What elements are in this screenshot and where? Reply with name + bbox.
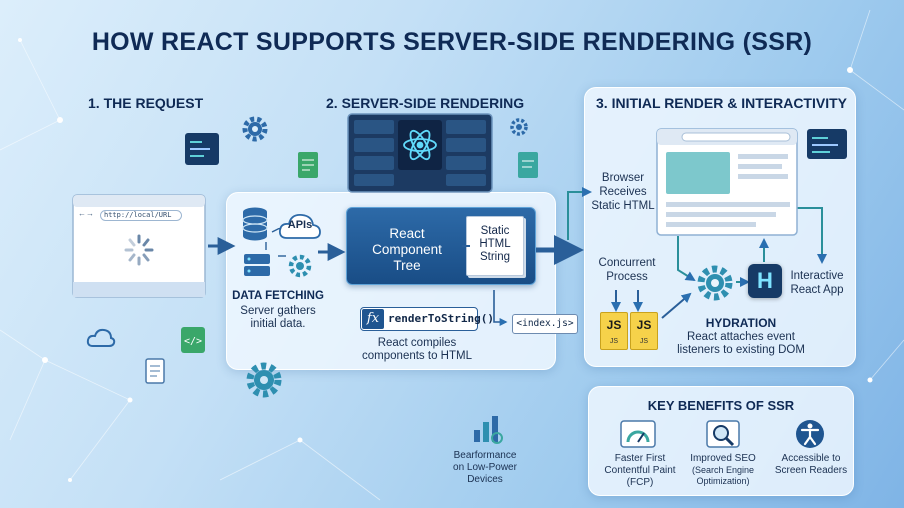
file-icon-teal [518, 152, 538, 178]
arrow-browser-to-interactive [796, 207, 827, 264]
gear-icon-small [510, 118, 528, 136]
benefit-a11y-line-1: Accessible to [781, 453, 841, 464]
arrow-static-to-index [493, 290, 508, 326]
js-file-1 [600, 312, 628, 350]
concurrent-line-2: Process [606, 270, 648, 283]
index-js-label: <index.js> [516, 318, 574, 329]
static-html-label: Static HTML String [466, 225, 524, 265]
interactive-app-label: Interactive React App [782, 270, 852, 298]
benefit-seo-line-2: (Search Engine [691, 465, 755, 475]
code-window-icon [185, 133, 219, 165]
benefits-title: KEY BENEFITS OF SSR [647, 398, 795, 413]
browser-receives-line-2: Receives [599, 185, 647, 198]
index-js-box [512, 314, 578, 334]
performance-label: Bearformance on Low-Power Devices [440, 450, 530, 486]
compile-desc-1: React compiles [377, 337, 457, 349]
url-bar [100, 210, 182, 221]
benefit-seo-line-3: Optimization) [696, 475, 750, 486]
benefit-fcp-line-3: (FCP) [626, 477, 654, 488]
js-file-2-sub: JS [639, 338, 649, 345]
hydration-title: HYDRATION [705, 316, 777, 330]
data-fetching-desc-2: initial data. [250, 318, 306, 330]
step-server-heading: 2. SERVER-SIDE RENDERING [326, 95, 525, 111]
concurrent-line-1: Concurrent [598, 257, 656, 269]
arrow-js-to-hydration [661, 292, 692, 319]
benefit-seo-line-1: Improved SEO [690, 453, 756, 464]
apis-cloud [278, 214, 321, 239]
static-line-1: Static [480, 225, 510, 237]
hydration-desc-1: React attaches event [686, 331, 796, 343]
gear-icon-fetch [288, 254, 312, 278]
react-tree-line-2: Component [372, 242, 442, 258]
gear-icon-large [246, 362, 282, 398]
browser-window-render [656, 128, 798, 236]
step-interactivity-heading: 3. INITIAL RENDER & INTERACTIVITY [596, 95, 847, 111]
react-tree-line-3: Tree [393, 258, 421, 274]
apis-label: APIs [287, 219, 313, 231]
render-to-string-label: renderToString() [388, 312, 494, 325]
static-html-card [466, 216, 524, 276]
concurrent-label: Concurrent Process [592, 257, 662, 285]
performance-line-3: Devices [467, 474, 503, 485]
static-line-2: HTML [479, 238, 511, 251]
loading-spinner-icon [124, 234, 154, 266]
server-rack-icon [347, 113, 493, 193]
magnifier-icon [706, 420, 740, 448]
document-icon [145, 358, 165, 384]
nav-arrows-icon: ←→ [78, 209, 94, 218]
cloud-icon [86, 328, 116, 347]
react-tree-label: React Component Tree [352, 226, 462, 275]
server-small-icon [244, 254, 270, 276]
data-fetching-title: DATA FETCHING [232, 290, 324, 302]
benefit-fcp-line-1: Faster First [614, 453, 666, 464]
js-file-2 [630, 312, 658, 350]
compile-desc-2: components to HTML [362, 350, 472, 362]
accessibility-icon [796, 420, 824, 448]
interactive-app-line-2: React App [790, 283, 844, 296]
browser-receives-line-1: Browser [601, 172, 645, 184]
react-tree-line-1: React [389, 226, 425, 241]
svg-text:</>: </> [184, 336, 202, 347]
performance-line-1: Bearformance [453, 450, 517, 461]
step-request-heading: 1. THE REQUEST [88, 95, 204, 111]
js-file-1-label: JS [606, 318, 622, 332]
benefit-fcp-label: Faster First Contentful Paint (FCP) [598, 453, 682, 489]
page-title: HOW REACT SUPPORTS SERVER-SIDE RENDERING… [91, 28, 813, 56]
code-window-icon-right [807, 129, 847, 159]
code-file-icon: </> [181, 327, 205, 353]
database-icon [242, 207, 268, 241]
gear-icon [242, 116, 268, 142]
hydration-gear-icon [697, 265, 733, 301]
arrow-browser-to-hydration [677, 236, 696, 282]
file-icon [298, 152, 318, 178]
js-file-1-sub: JS [609, 338, 619, 345]
arrow-to-browser-receives [567, 187, 592, 240]
benefit-seo-label: Improved SEO (Search Engine Optimization… [682, 453, 764, 487]
browser-receives-label: Browser Receives Static HTML [588, 172, 658, 213]
data-fetching-desc-1: Server gathers [240, 305, 316, 317]
speedometer-icon [620, 420, 656, 448]
benefit-a11y-label: Accessible to Screen Readers [770, 453, 852, 477]
browser-receives-line-3: Static HTML [591, 199, 655, 212]
performance-chart-icon [474, 416, 503, 444]
url-text: http://local/URL [104, 211, 172, 219]
hydration-desc-2: listeners to existing DOM [677, 344, 805, 356]
interactive-app-line-1: Interactive [790, 270, 844, 282]
react-logo-icon [403, 129, 437, 161]
function-icon: fx [362, 309, 384, 329]
benefit-fcp-line-2: Contentful Paint [604, 465, 676, 476]
benefit-a11y-line-2: Screen Readers [774, 465, 848, 476]
react-app-icon: H [748, 264, 782, 298]
performance-line-2: on Low-Power [453, 462, 517, 473]
static-line-3: String [479, 251, 511, 264]
fetch-connectors [265, 228, 286, 257]
js-file-2-label: JS [636, 318, 652, 332]
